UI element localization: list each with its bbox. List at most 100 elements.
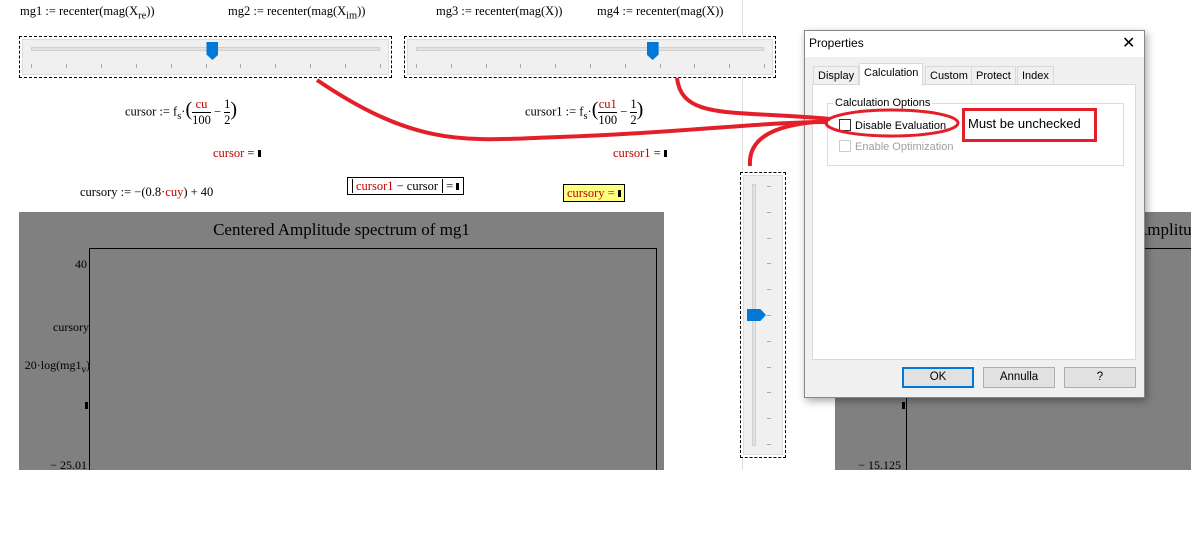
mg2-tail: )) xyxy=(357,4,366,18)
slider-cu[interactable] xyxy=(19,36,392,78)
cursor1-var: cursor1 xyxy=(352,179,394,193)
checkbox-label: Disable Evaluation xyxy=(855,120,947,132)
plot-mg1[interactable]: Centered Amplitude spectrum of mg1 40 cu… xyxy=(19,212,664,472)
equals: = xyxy=(446,179,454,193)
frac-num: cu xyxy=(192,97,211,113)
slider-tick xyxy=(416,64,417,68)
slider-tick xyxy=(485,64,487,68)
slider-track xyxy=(416,47,764,51)
fs: f xyxy=(579,104,584,119)
frac-num: 1 xyxy=(224,97,231,113)
cursory-evaluation[interactable]: cursory = xyxy=(563,184,625,202)
cursory-eval-label: cursory = xyxy=(567,186,615,200)
close-icon[interactable]: ✕ xyxy=(1122,35,1136,52)
y-label-tail: ) xyxy=(86,358,90,372)
slider-tick xyxy=(767,186,771,187)
slider-tick xyxy=(767,237,771,239)
mg1-lhs: mg1 xyxy=(20,4,43,18)
slider-tick xyxy=(590,64,591,68)
slider-tick xyxy=(764,64,765,68)
y-axis-label-mg1[interactable]: 20·log(mg1ν) xyxy=(25,358,90,375)
mg1-definition[interactable]: mg1 := recenter(mag(Xre)) xyxy=(20,4,155,22)
enable-optimization-checkbox[interactable]: Enable Optimization xyxy=(839,140,953,153)
slider-tick xyxy=(767,366,771,368)
tab-display[interactable]: Display xyxy=(813,66,860,85)
slider-tick xyxy=(767,263,771,265)
result-placeholder xyxy=(456,183,460,190)
mg3-definition[interactable]: mg3 := recenter(mag(X)) xyxy=(436,4,562,19)
slider-tick xyxy=(205,64,207,68)
cursor-diff-expression[interactable]: cursor1 − cursor = xyxy=(347,177,465,195)
equals: = xyxy=(650,146,664,160)
cursory-lhs: cursory xyxy=(80,185,118,199)
y-max-label[interactable]: 40 xyxy=(75,257,87,271)
y-axis-label-cursory[interactable]: cursory xyxy=(53,320,89,334)
slider-cu1[interactable] xyxy=(404,36,776,78)
mg1-rhs: recenter(mag(X xyxy=(59,4,139,18)
slider-tick xyxy=(624,64,626,68)
cursory-definition[interactable]: cursory := −(0.8·cuy) + 40 xyxy=(80,185,213,200)
slider-thumb[interactable] xyxy=(646,42,659,60)
dialog-titlebar xyxy=(805,31,1144,57)
y-min-label[interactable]: − 25.01 xyxy=(50,458,87,472)
mg3-lhs: mg3 xyxy=(436,4,459,18)
slider-tick xyxy=(170,64,172,68)
cancel-button[interactable]: Annulla xyxy=(983,367,1055,388)
cursor-evaluation[interactable]: cursor = xyxy=(213,146,261,161)
slider-tick xyxy=(65,64,67,68)
mg4-definition[interactable]: mg4 := recenter(mag(X)) xyxy=(597,4,723,19)
mg2-definition[interactable]: mg2 := recenter(mag(Xim)) xyxy=(228,4,365,22)
annotation-box: Must be unchecked xyxy=(962,108,1097,142)
result-placeholder xyxy=(257,150,261,157)
dialog-title: Properties xyxy=(809,36,864,50)
slider-tick xyxy=(380,64,381,68)
y-min-label[interactable]: − 15.125 xyxy=(858,458,901,472)
mg2-lhs: mg2 xyxy=(228,4,251,18)
frac-den: 2 xyxy=(630,113,637,127)
slider-tick xyxy=(555,64,557,68)
tab-calculation[interactable]: Calculation xyxy=(859,63,924,86)
cursor1-evaluation[interactable]: cursor1 = xyxy=(613,146,667,161)
frac-num: 1 xyxy=(630,97,637,113)
slider-tick xyxy=(767,392,771,394)
help-button[interactable]: ? xyxy=(1064,367,1136,388)
slider-tick xyxy=(135,64,137,68)
ok-button[interactable]: OK xyxy=(902,367,974,388)
axis-placeholder[interactable] xyxy=(902,402,905,409)
slider-thumb[interactable] xyxy=(747,309,766,321)
slider-tick xyxy=(767,211,771,213)
slider-tick xyxy=(275,64,277,68)
assign-op: := xyxy=(250,4,268,18)
result-placeholder xyxy=(663,150,667,157)
axis-placeholder[interactable] xyxy=(85,402,88,409)
checkbox-box xyxy=(839,119,851,131)
slider-tick xyxy=(767,418,771,420)
cursor-lhs: cursor xyxy=(125,104,157,119)
annotation-ellipse xyxy=(824,108,960,138)
tab-index[interactable]: Index xyxy=(1017,66,1054,85)
frac-num: cu1 xyxy=(598,97,618,113)
arrow-from-slider2 xyxy=(675,77,831,121)
cursor-var: cursor xyxy=(213,146,245,160)
tab-protect[interactable]: Protect xyxy=(971,66,1016,85)
frac-den: 100 xyxy=(192,113,211,127)
mg4-lhs: mg4 xyxy=(597,4,620,18)
group-label: Calculation Options xyxy=(833,97,933,109)
disable-evaluation-checkbox[interactable]: Disable Evaluation xyxy=(839,119,946,132)
assign-op: := xyxy=(42,4,60,18)
assign-op: := xyxy=(619,4,637,18)
calculation-options-group xyxy=(827,103,1124,166)
slider-tick xyxy=(310,64,312,68)
slider-cuy[interactable] xyxy=(740,172,786,458)
assign-op: := xyxy=(562,104,580,119)
plot-title: Amplitu xyxy=(1135,220,1191,239)
slider-tick xyxy=(31,64,32,68)
slider-thumb[interactable] xyxy=(206,42,219,60)
cursory-post: ) + 40 xyxy=(183,185,214,199)
cursor1-var: cursor1 xyxy=(613,146,651,160)
slider-tick xyxy=(100,64,102,68)
slider-tick xyxy=(767,340,771,342)
